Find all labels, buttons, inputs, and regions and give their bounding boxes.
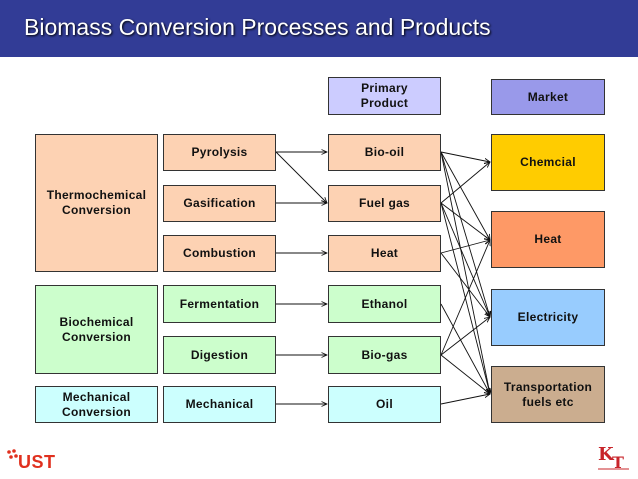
arrow-product-0-to-market-2 <box>440 151 490 317</box>
arrow-product-4-to-market-3 <box>440 354 490 394</box>
arrow-product-1-to-market-0 <box>440 162 490 204</box>
svg-text:K: K <box>598 444 615 465</box>
arrow-product-0-to-market-1 <box>440 151 490 240</box>
product-fuel-gas: Fuel gas <box>328 185 441 222</box>
slide-title: Biomass Conversion Processes and Product… <box>24 14 491 40</box>
kist-logo-icon: K T <box>598 444 629 472</box>
arrow-product-0-to-market-0 <box>440 151 490 162</box>
arrow-product-3-to-market-3 <box>440 303 490 394</box>
process-combustion: Combustion <box>163 235 276 272</box>
process-gasification: Gasification <box>163 185 276 222</box>
arrow-product-1-to-market-2 <box>440 202 490 317</box>
arrow-process-0-to-product-1 <box>275 151 327 203</box>
process-mechanical: Mechanical <box>163 386 276 423</box>
kist-logo: K T <box>596 440 630 478</box>
process-pyrolysis: Pyrolysis <box>163 134 276 171</box>
process-digestion: Digestion <box>163 336 276 374</box>
title-bar: Biomass Conversion Processes and Product… <box>0 0 638 57</box>
product-bio-gas: Bio-gas <box>328 336 441 374</box>
product-ethanol: Ethanol <box>328 285 441 323</box>
arrow-product-5-to-market-3 <box>440 394 490 405</box>
product-oil: Oil <box>328 386 441 423</box>
arrow-product-2-to-market-2 <box>440 252 490 317</box>
arrow-product-2-to-market-1 <box>440 240 490 254</box>
svg-text:T: T <box>612 453 624 472</box>
ust-logo-text: UST <box>18 452 56 472</box>
arrow-product-4-to-market-1 <box>440 240 490 356</box>
arrow-product-4-to-market-2 <box>440 317 490 356</box>
process-fermentation: Fermentation <box>163 285 276 323</box>
ust-logo-icon <box>7 449 18 459</box>
market-header: Market <box>491 79 605 115</box>
arrow-product-1-to-market-1 <box>440 202 490 240</box>
market-heat: Heat <box>491 211 605 268</box>
market-electricity: Electricity <box>491 289 605 346</box>
market-chemcial: Chemcial <box>491 134 605 191</box>
product-heat: Heat <box>328 235 441 272</box>
product-bio-oil: Bio-oil <box>328 134 441 171</box>
arrow-product-0-to-market-3 <box>440 151 490 394</box>
